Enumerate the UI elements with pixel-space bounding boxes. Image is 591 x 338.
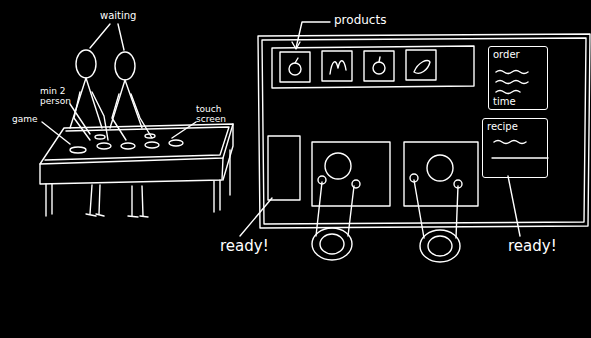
screen-panel: order time: [488, 46, 548, 110]
sketch-label: min 2 person: [40, 86, 80, 106]
leader-lines: [42, 24, 196, 144]
top-view-players: [312, 153, 462, 262]
player-figures: [70, 50, 152, 140]
screen-panel: recipe: [482, 118, 548, 178]
panel-heading: order: [493, 49, 543, 60]
panel-heading: recipe: [487, 121, 543, 132]
sketch-label: waiting: [100, 10, 136, 21]
big-screen: [258, 22, 590, 228]
game-table: [40, 124, 233, 217]
sketch-label: ready!: [508, 238, 557, 254]
sketch-label: game: [12, 114, 38, 124]
sketch-label: products: [334, 14, 386, 27]
sketch-label: ready!: [220, 238, 269, 254]
ready-leaders: [240, 176, 520, 236]
panel-text: time: [493, 96, 543, 107]
sketch-label: touch screen: [196, 104, 232, 124]
